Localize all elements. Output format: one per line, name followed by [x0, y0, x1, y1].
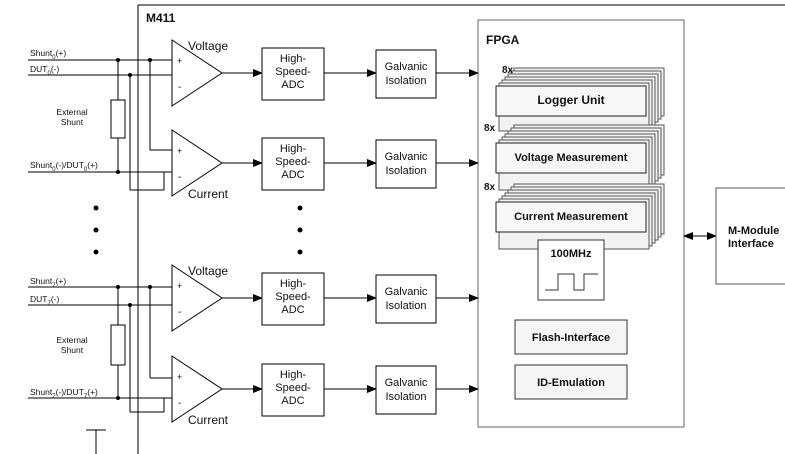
flash-interface-label: Flash-Interface — [532, 332, 610, 344]
svg-text:Galvanic: Galvanic — [385, 61, 428, 73]
svg-text:+: + — [177, 372, 182, 382]
svg-text:Speed-: Speed- — [275, 291, 311, 303]
svg-text:Isolation: Isolation — [386, 75, 427, 87]
logger-multiplier: 8x — [502, 65, 514, 76]
m411-board: M411 — [137, 4, 785, 454]
current-label-0: Current — [188, 187, 229, 201]
signal-row-4: High- Speed- ADC Galvanic Isolation — [222, 363, 479, 417]
junction-dots-0 — [116, 58, 152, 174]
current-multiplier: 8x — [484, 182, 496, 193]
svg-text:Galvanic: Galvanic — [385, 151, 428, 163]
svg-text:High-: High- — [280, 369, 307, 381]
junction-dots-7 — [116, 285, 152, 400]
fpga-label: FPGA — [486, 33, 520, 47]
m-module-label1: M-Module — [728, 225, 779, 237]
svg-text:High-: High- — [280, 53, 307, 65]
external-shunt-7 — [110, 324, 126, 366]
svg-text:-: - — [178, 82, 181, 93]
voltage-amplifier-0: + - Voltage — [171, 39, 228, 107]
svg-text:Speed-: Speed- — [275, 66, 311, 78]
svg-text:-: - — [178, 398, 181, 409]
svg-text:Galvanic: Galvanic — [385, 286, 428, 298]
logger-unit-stack — [495, 67, 665, 132]
external-shunt-0 — [110, 99, 126, 139]
ellipsis-dots-left — [93, 205, 99, 255]
shunt0-plus-label: Shunt0(+) — [30, 48, 66, 61]
svg-text:Isolation: Isolation — [386, 165, 427, 177]
svg-text:-: - — [178, 307, 181, 318]
svg-text:Isolation: Isolation — [386, 300, 427, 312]
current-measurement-stack — [495, 183, 665, 250]
voltage-measurement-label: Voltage Measurement — [515, 152, 628, 164]
channel-7-inputs — [28, 286, 178, 413]
svg-text:High-: High- — [280, 278, 307, 290]
adc-block-1 — [261, 47, 325, 101]
current-measurement-label: Current Measurement — [514, 211, 628, 223]
external-shunt-7-label2: Shunt — [61, 345, 84, 355]
svg-text:ADC: ADC — [281, 79, 304, 91]
shunt7-plus-label: Shunt7(+) — [30, 276, 66, 289]
voltage-amplifier-7: + - Voltage — [171, 264, 228, 332]
adc-block-4 — [261, 363, 325, 417]
external-shunt-0-label2: Shunt — [61, 117, 84, 127]
flash-interface-block — [514, 319, 628, 355]
isolation-block-1 — [375, 49, 437, 99]
clock-label: 100MHz — [551, 248, 592, 260]
m-module-label2: Interface — [728, 238, 774, 250]
clock-block: 100MHz — [537, 239, 605, 301]
dut0-minus-label: DUT0(-) — [30, 64, 59, 77]
dut7-minus-label: DUT7(-) — [30, 294, 59, 307]
signal-row-1: High- Speed- ADC Galvanic Isolation — [222, 47, 479, 101]
svg-text:Galvanic: Galvanic — [385, 377, 428, 389]
adc-block-3 — [261, 272, 325, 326]
ellipsis-dots-center — [297, 205, 303, 255]
voltage-label-0: Voltage — [188, 39, 228, 53]
external-shunt-0-label1: External — [56, 107, 87, 117]
shunt7-dut7-label: Shunt7(-)/DUT7(+) — [30, 387, 98, 400]
clock-waveform-icon — [545, 273, 598, 291]
board-label: M411 — [146, 11, 176, 25]
isolation-block-3 — [375, 274, 437, 324]
svg-text:High-: High- — [280, 143, 307, 155]
signal-row-2: High- Speed- ADC Galvanic Isolation — [222, 137, 479, 191]
svg-text:Speed-: Speed- — [275, 156, 311, 168]
voltage-label-7: Voltage — [188, 264, 228, 278]
isolation-block-4 — [375, 365, 437, 415]
svg-text:Isolation: Isolation — [386, 391, 427, 403]
current-amplifier-0: + - Current — [171, 129, 229, 201]
logger-unit-label: Logger Unit — [537, 93, 604, 107]
shunt0-dut0-label: Shunt0(-)/DUT0(+) — [30, 160, 98, 173]
adc-block-2 — [261, 137, 325, 191]
isolation-block-2 — [375, 139, 437, 189]
signal-row-3: High- Speed- ADC Galvanic Isolation — [222, 272, 479, 326]
svg-text:-: - — [178, 172, 181, 183]
voltage-multiplier: 8x — [484, 123, 496, 134]
ground-symbol — [86, 429, 106, 454]
id-emulation-block — [514, 364, 628, 400]
channel-0-inputs — [28, 59, 178, 191]
id-emulation-label: ID-Emulation — [537, 377, 605, 389]
svg-text:Speed-: Speed- — [275, 382, 311, 394]
voltage-measurement-stack — [495, 124, 665, 191]
current-label-7: Current — [188, 413, 229, 427]
external-shunt-7-label1: External — [56, 335, 87, 345]
svg-text:+: + — [177, 56, 182, 66]
svg-text:ADC: ADC — [281, 395, 304, 407]
svg-text:+: + — [177, 146, 182, 156]
svg-text:ADC: ADC — [281, 304, 304, 316]
svg-text:+: + — [177, 281, 182, 291]
current-amplifier-7: + - Current — [171, 355, 229, 427]
m-module-interface-block — [715, 187, 785, 285]
svg-text:ADC: ADC — [281, 169, 304, 181]
